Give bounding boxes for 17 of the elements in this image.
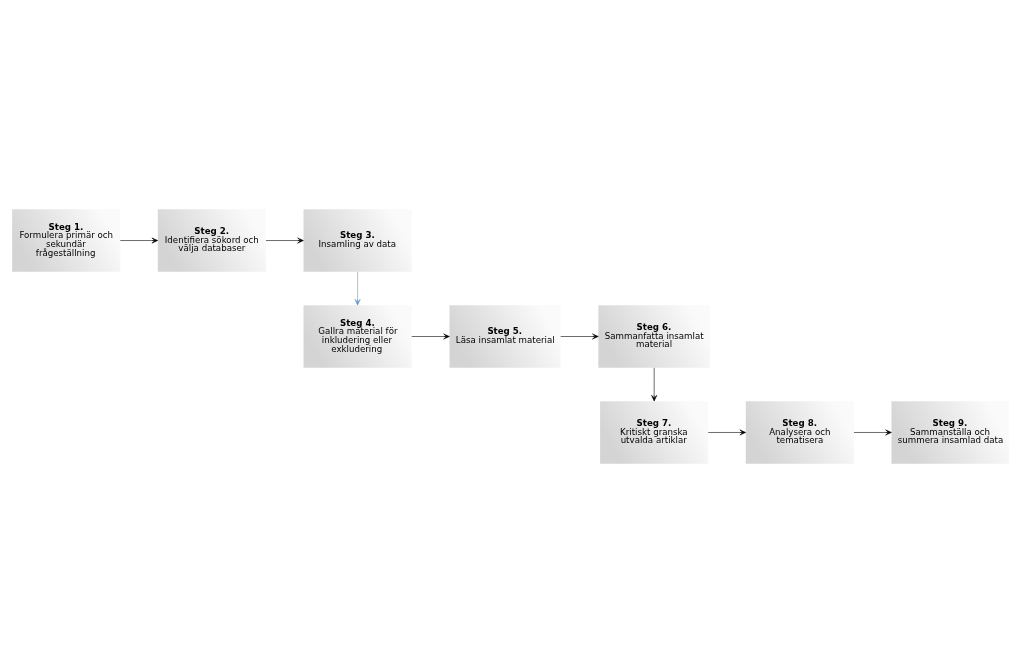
arrow <box>560 333 599 339</box>
arrow <box>651 367 658 401</box>
node-box: Steg 9. Sammanställa och summera insamlad data <box>891 400 1009 464</box>
arrow <box>265 237 304 243</box>
node-box: Steg 4. Gallra material för inkludering eller exkludering <box>303 304 412 368</box>
arrow <box>354 271 361 305</box>
node-box: Steg 6. Sammanfatta insamlat material <box>598 304 710 368</box>
node-box: Steg 8. Analysera och tematisera <box>745 400 854 464</box>
arrow <box>411 333 450 339</box>
arrow <box>853 429 892 435</box>
node-box: Steg 7. Kritiskt granska utvalda artiklar <box>600 400 709 464</box>
arrow <box>707 429 746 435</box>
node-box: Steg 5. Läsa insamlat material <box>449 304 561 368</box>
node-box: Steg 3. Insamling av data <box>303 208 412 272</box>
node-box: Steg 2. Identifiera sökord och välja databaser <box>157 208 266 272</box>
arrow <box>120 237 158 243</box>
node-box: Steg 1. Formulera primär och sekundär frågeställning <box>12 208 121 272</box>
